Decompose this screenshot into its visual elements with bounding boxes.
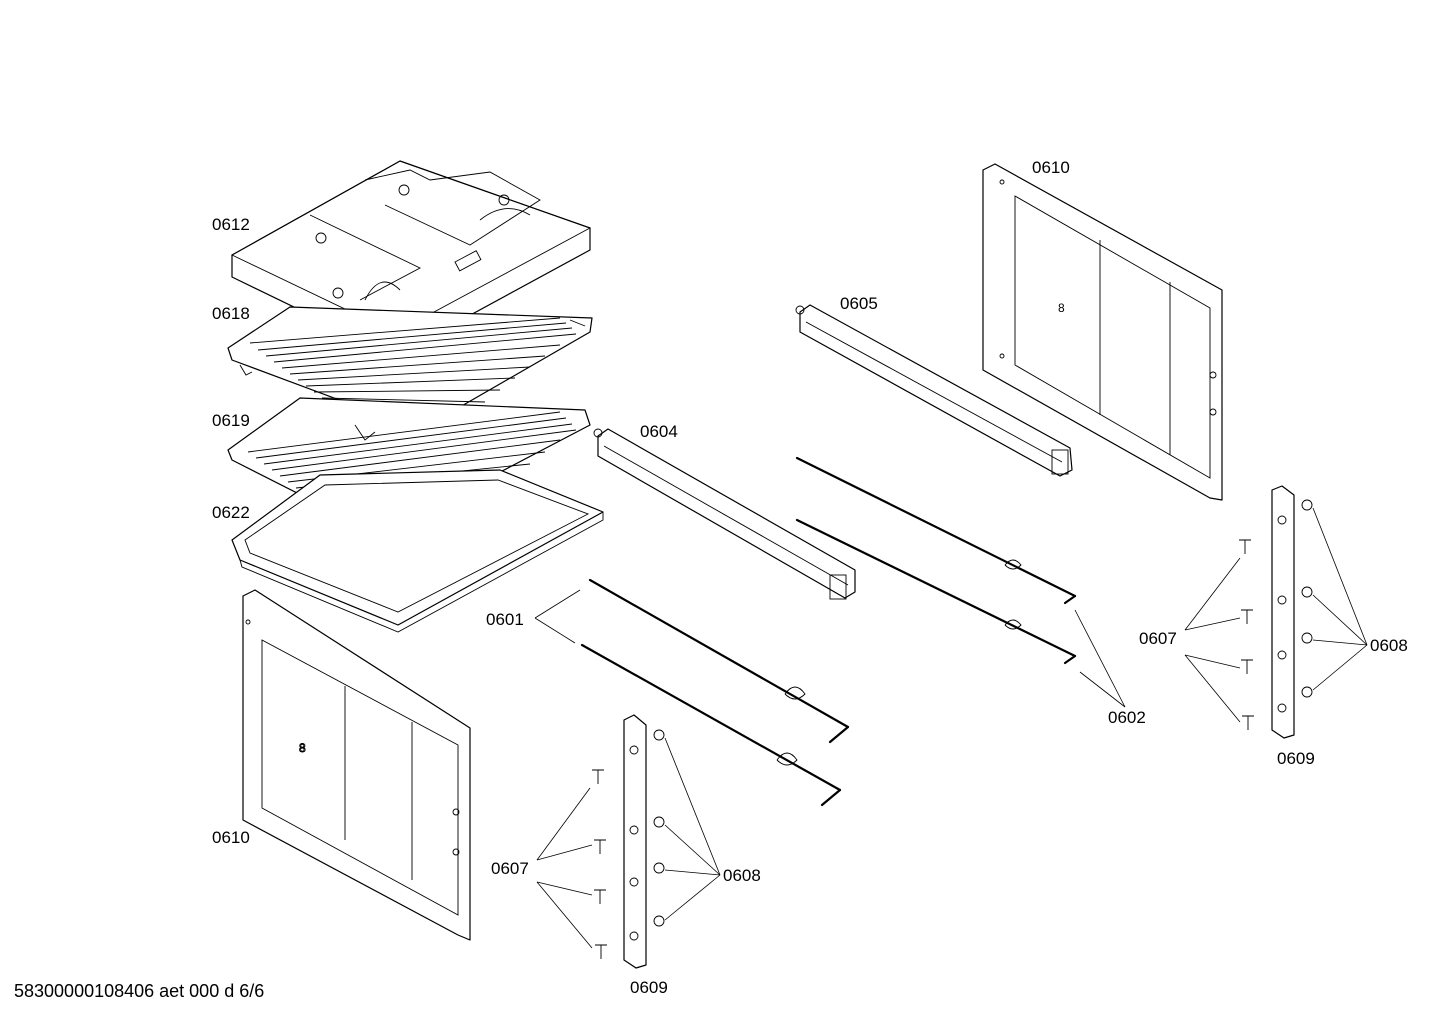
part-0607-clips-right [1239, 539, 1254, 730]
label-0602: 0602 [1108, 708, 1146, 727]
label-0607-right: 0607 [1139, 629, 1177, 648]
svg-text:8: 8 [299, 741, 306, 755]
label-0622: 0622 [212, 503, 250, 522]
label-0618: 0618 [212, 304, 250, 323]
label-0609-right: 0609 [1277, 749, 1315, 768]
part-0618-wire-rack [227, 306, 593, 431]
part-0610-side-panel-left: 8 [242, 589, 471, 941]
part-0602-wire-runners [795, 456, 1077, 665]
label-0610-right: 0610 [1032, 158, 1070, 177]
label-0601: 0601 [486, 610, 524, 629]
part-0610-side-panel-right: 8 [982, 163, 1223, 501]
part-0605-slide-rail [795, 304, 1073, 477]
part-0608-nuts-left [653, 729, 665, 927]
label-0604: 0604 [640, 422, 678, 441]
label-0608-right: 0608 [1370, 636, 1408, 655]
part-0607-clips-left [592, 769, 607, 959]
svg-text:8: 8 [1058, 301, 1065, 315]
part-0612-cover-plate [231, 160, 592, 357]
part-0601-wire-runners [580, 578, 850, 807]
part-0604-slide-rail [593, 428, 856, 600]
part-0609-support-strip-left [623, 714, 647, 969]
label-0609-left: 0609 [630, 978, 668, 997]
label-0605: 0605 [840, 294, 878, 313]
part-0622-baking-tray [231, 469, 604, 633]
part-0609-support-strip-right [1271, 485, 1295, 739]
leader-lines [534, 507, 1368, 949]
label-0608-left: 0608 [723, 866, 761, 885]
part-0608-nuts-right [1301, 499, 1313, 698]
label-0610-left: 0610 [212, 828, 250, 847]
label-0612: 0612 [212, 215, 250, 234]
document-id: 58300000108406 aet 000 d 6/6 [14, 981, 264, 1001]
label-0607-left: 0607 [491, 859, 529, 878]
label-0619: 0619 [212, 411, 250, 430]
